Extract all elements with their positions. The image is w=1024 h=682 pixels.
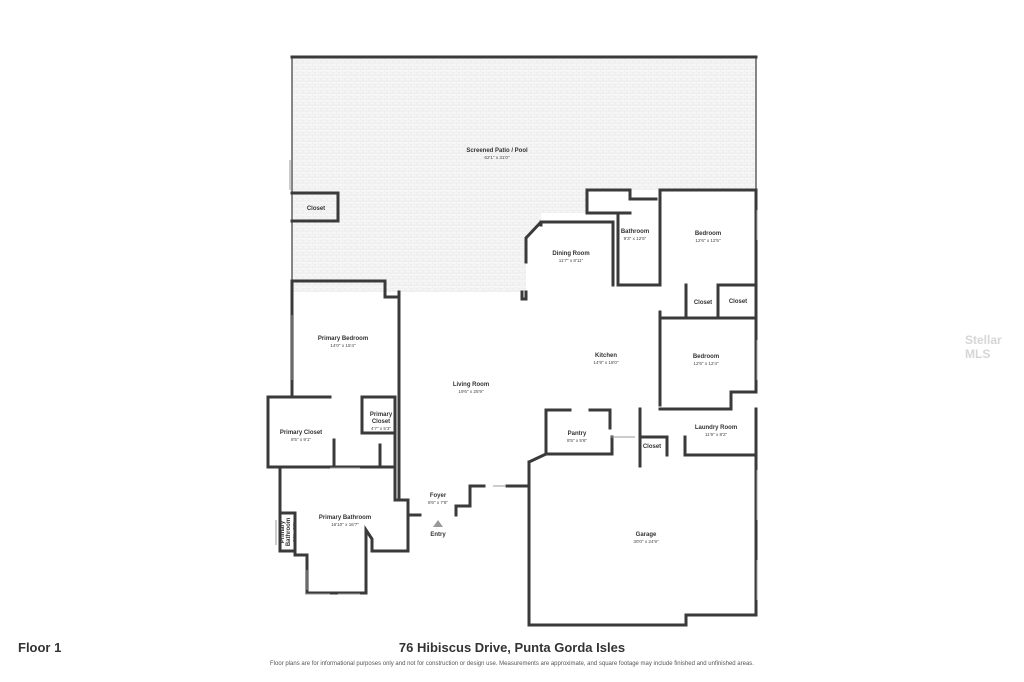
closet-patio-name: Closet [307, 206, 325, 212]
primary-bathroom-small-dim: 3'2" x 5'3" [292, 522, 297, 542]
watermark: Stellar MLS [965, 333, 1002, 361]
pantry-name: Pantry [568, 431, 587, 437]
primary-closet-name: Primary Closet [280, 430, 322, 436]
garage-dim: 30'0" x 24'9" [633, 539, 659, 544]
closet-b-name: Closet [729, 299, 747, 305]
patio-area [291, 56, 757, 292]
foyer-name: Foyer [430, 493, 447, 499]
entry-arrow-icon [433, 520, 443, 527]
primary-bedroom-dim: 14'0" x 15'4" [330, 343, 356, 348]
dining-dim: 11'7" x 8'11" [559, 258, 584, 263]
bathroom-name: Bathroom [621, 229, 649, 235]
disclaimer-text: Floor plans are for informational purpos… [270, 661, 754, 667]
bedroom-e-name: Bedroom [693, 354, 719, 360]
address-title: 76 Hibiscus Drive, Punta Gorda Isles [398, 640, 626, 655]
kitchen-dim: 14'9" x 18'0" [593, 360, 619, 365]
room-labels: Screened Patio / Pool 62'1" x 31'0" Clos… [280, 148, 747, 546]
primary-bathroom-name: Primary Bathroom [319, 515, 371, 521]
pantry-dim: 8'5" x 5'6" [567, 438, 587, 443]
laundry-name: Laundry Room [695, 425, 737, 431]
bedroom-ne-name: Bedroom [695, 231, 721, 237]
windows [275, 160, 758, 600]
primary-closet-small-name-1: Primary [370, 412, 393, 418]
closet-a-name: Closet [694, 300, 712, 306]
primary-bathroom-small-name-1: Primary [280, 520, 286, 543]
entry-name: Entry [430, 532, 446, 538]
primary-bathroom-dim: 16'10" x 16'7" [331, 522, 359, 527]
primary-closet-small-dim: 4'7" x 5'3" [371, 426, 391, 431]
primary-closet-dim: 8'5" x 9'1" [291, 437, 311, 442]
patio-name: Screened Patio / Pool [466, 148, 528, 154]
dining-name: Dining Room [552, 251, 589, 257]
patio-dim: 62'1" x 31'0" [484, 155, 510, 160]
living-name: Living Room [453, 382, 489, 388]
foyer-dim: 8'6" x 7'6" [428, 500, 448, 505]
primary-bathroom-small-name-2: Bathroom [286, 518, 292, 546]
floor-label: Floor 1 [18, 640, 62, 655]
primary-bedroom-name: Primary Bedroom [318, 336, 368, 342]
bedroom-e-dim: 12'6" x 12'4" [693, 361, 719, 366]
closet-c-name: Closet [643, 444, 661, 450]
kitchen-name: Kitchen [595, 353, 617, 359]
bathroom-dim: 9'3" x 12'5" [624, 236, 647, 241]
garage-name: Garage [636, 532, 657, 538]
living-dim: 19'6" x 25'9" [458, 389, 484, 394]
laundry-dim: 11'9" x 8'2" [705, 432, 728, 437]
bedroom-ne-dim: 12'6" x 12'5" [695, 238, 721, 243]
primary-closet-small-name-2: Closet [372, 419, 390, 425]
